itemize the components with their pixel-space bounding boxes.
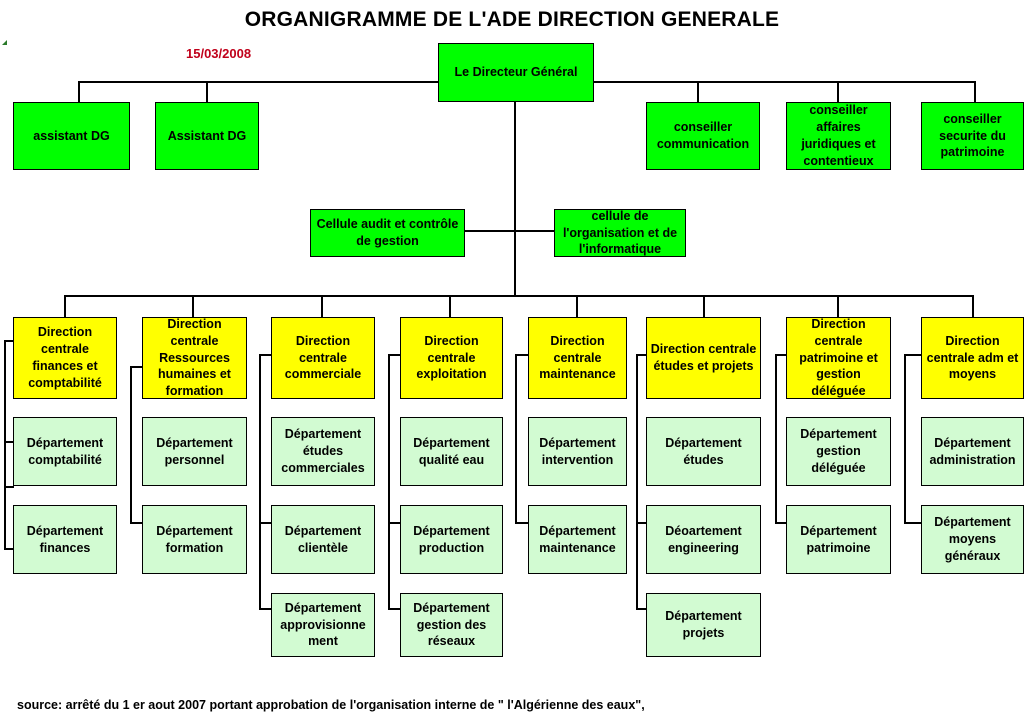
department-box-gestion-reseaux: Département gestion des réseaux (400, 593, 503, 657)
connector-stub (449, 295, 451, 317)
direction-box-rh: Direction centrale Ressources humaines e… (142, 317, 247, 399)
department-box-moyens-generaux: Département moyens généraux (921, 505, 1024, 574)
department-box-administration: Département administration (921, 417, 1024, 486)
source-note: source: arrêté du 1 er aout 2007 portant… (17, 698, 645, 712)
connector-stub (697, 81, 699, 102)
connector-stub (321, 295, 323, 317)
connector-branch (388, 354, 400, 356)
cell-box-audit: Cellule audit et contrôle de gestion (310, 209, 465, 257)
department-box-maintenance: Département maintenance (528, 505, 627, 574)
department-box-patrimoine: Département patrimoine (786, 505, 891, 574)
department-box-intervention: Département intervention (528, 417, 627, 486)
department-box-personnel: Département personnel (142, 417, 247, 486)
corner-mark-icon (2, 40, 7, 45)
connector-stub (576, 295, 578, 317)
connector-branch (904, 354, 921, 356)
advisor-box-juridique: conseiller affaires juridiques et conten… (786, 102, 891, 170)
connector-branch (388, 608, 400, 610)
direction-box-etudes: Direction centrale études et projets (646, 317, 761, 399)
connector-trunk (514, 102, 516, 297)
connector-stub (972, 295, 974, 317)
director-box: Le Directeur Général (438, 43, 594, 102)
chart-title: ORGANIGRAMME DE L'ADE DIRECTION GENERALE (244, 8, 780, 31)
connector-branch (515, 522, 528, 524)
connector-stub (837, 295, 839, 317)
connector-stub (78, 81, 80, 102)
connector-spine (636, 354, 638, 610)
advisor-box-assistant-dg: assistant DG (13, 102, 130, 170)
department-box-etudes: Département études (646, 417, 761, 486)
connector-stub (974, 81, 976, 102)
connector-branch (636, 354, 646, 356)
department-box-finances: Département finances (13, 505, 117, 574)
connector-branch (4, 486, 14, 488)
connector-stub (703, 295, 705, 317)
connector-branch (4, 441, 14, 443)
connector-branch (259, 522, 271, 524)
connector-branch (775, 522, 786, 524)
department-box-comptabilite: Département comptabilité (13, 417, 117, 486)
connector-spine (130, 366, 132, 524)
direction-box-commerciale: Direction centrale commerciale (271, 317, 375, 399)
advisor-box-securite: conseiller securite du patrimoine (921, 102, 1024, 170)
connector-branch (4, 340, 14, 342)
connector-stub (64, 295, 66, 317)
connector-branch (4, 548, 14, 550)
connector-stub (206, 81, 208, 102)
direction-box-patrimoine: Direction centrale patrimoine et gestion… (786, 317, 891, 399)
department-box-engineering: Déoartement engineering (646, 505, 761, 574)
connector-cells (464, 230, 554, 232)
chart-date: 15/03/2008 (186, 46, 252, 61)
connector-spine (259, 354, 261, 610)
connector-branch (130, 522, 142, 524)
direction-box-finances: Direction centrale finances et comptabil… (13, 317, 117, 399)
department-box-etudes-commerciales: Département études commerciales (271, 417, 375, 486)
connector-branch (388, 522, 400, 524)
department-box-clientele: Département clientèle (271, 505, 375, 574)
connector-branch (259, 608, 271, 610)
advisor-box-assistant-dg-2: Assistant DG (155, 102, 259, 170)
department-box-projets: Département projets (646, 593, 761, 657)
connector-spine (4, 340, 6, 550)
department-box-approvisionnement: Département approvisionne ment (271, 593, 375, 657)
connector-branch (259, 354, 271, 356)
cell-box-organisation: cellule de l'organisation et de l'inform… (554, 209, 686, 257)
connector-branch (515, 354, 528, 356)
connector-spine (388, 354, 390, 610)
connector-branch (130, 366, 142, 368)
direction-box-adm: Direction centrale adm et moyens (921, 317, 1024, 399)
connector-branch (636, 608, 646, 610)
connector-stub (837, 81, 839, 102)
connector-directions-bar (64, 295, 974, 297)
connector-branch (775, 354, 786, 356)
direction-box-maintenance: Direction centrale maintenance (528, 317, 627, 399)
department-box-production: Département production (400, 505, 503, 574)
direction-box-exploitation: Direction centrale exploitation (400, 317, 503, 399)
connector-spine (904, 354, 906, 524)
department-box-qualite-eau: Département qualité eau (400, 417, 503, 486)
connector-spine (515, 354, 517, 524)
department-box-formation: Département formation (142, 505, 247, 574)
advisor-box-communication: conseiller communication (646, 102, 760, 170)
connector-branch (636, 522, 646, 524)
connector-stub (192, 295, 194, 317)
connector-branch (904, 522, 921, 524)
department-box-gestion-deleguee: Département gestion déléguée (786, 417, 891, 486)
connector-spine (775, 354, 777, 524)
